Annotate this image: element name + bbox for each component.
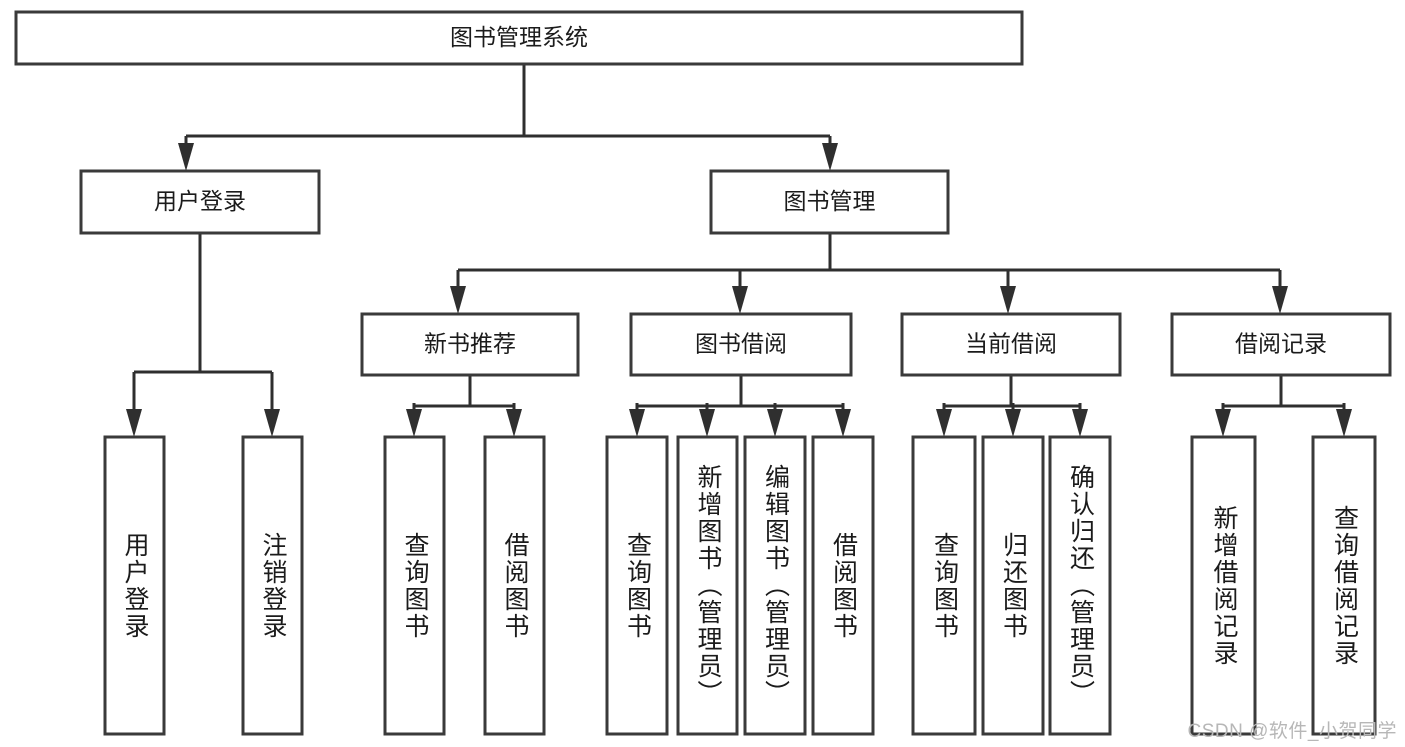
node-level3-2[interactable]: 当前借阅 <box>900 312 1122 377</box>
node-leaf-8[interactable] <box>911 435 977 736</box>
arrow-head-icon <box>506 409 522 437</box>
node-leaf-7[interactable] <box>811 435 875 736</box>
node-leaf-9[interactable] <box>981 435 1045 736</box>
node-leaf-2[interactable] <box>383 435 446 736</box>
watermark-text: CSDN @软件_小贺同学 <box>1187 721 1397 742</box>
node-root-system[interactable]: 图书管理系统 <box>14 10 1024 66</box>
node-rect <box>1048 435 1112 736</box>
arrow-head-icon <box>126 409 142 437</box>
node-rect <box>14 10 1024 66</box>
arrow-head-icon <box>1072 409 1088 437</box>
node-leaf-5[interactable] <box>676 435 739 736</box>
arrow-head-icon <box>629 409 645 437</box>
node-label: 图书管理系统 <box>450 24 588 50</box>
node-leaf-6[interactable] <box>743 435 807 736</box>
arrow-head-icon <box>264 409 280 437</box>
arrow-head-icon <box>178 143 194 171</box>
arrow-head-icon <box>1336 409 1352 437</box>
node-rect <box>981 435 1045 736</box>
node-rect <box>605 435 669 736</box>
node-rect <box>483 435 546 736</box>
node-rect <box>811 435 875 736</box>
node-leaf-4[interactable] <box>605 435 669 736</box>
node-label: 借阅记录 <box>1235 331 1327 357</box>
node-level3-1[interactable]: 图书借阅 <box>629 312 853 377</box>
node-rect <box>79 169 321 235</box>
node-leaf-3[interactable] <box>483 435 546 736</box>
arrow-head-icon <box>822 143 838 171</box>
node-rect <box>1170 312 1392 377</box>
node-label: 图书管理 <box>784 188 876 214</box>
node-level2-1[interactable]: 图书管理 <box>709 169 950 235</box>
node-rect <box>709 169 950 235</box>
node-leaf-11[interactable] <box>1190 435 1257 736</box>
arrow-head-icon <box>1272 286 1288 314</box>
node-label: 新书推荐 <box>424 331 516 357</box>
node-leaf-0[interactable] <box>103 435 166 736</box>
node-rect <box>383 435 446 736</box>
node-rect <box>900 312 1122 377</box>
arrow-head-icon <box>406 409 422 437</box>
arrow-head-icon <box>835 409 851 437</box>
node-leaf-12[interactable] <box>1311 435 1377 736</box>
node-leaf-1[interactable] <box>241 435 304 736</box>
arrow-head-icon <box>1215 409 1231 437</box>
node-label: 图书借阅 <box>695 331 787 357</box>
arrow-head-icon <box>699 409 715 437</box>
node-level3-3[interactable]: 借阅记录 <box>1170 312 1392 377</box>
node-level2-0[interactable]: 用户登录 <box>79 169 321 235</box>
node-rect <box>103 435 166 736</box>
node-rect <box>1311 435 1377 736</box>
node-rect <box>1190 435 1257 736</box>
node-rect <box>676 435 739 736</box>
arrow-head-icon <box>1000 286 1016 314</box>
node-label: 当前借阅 <box>965 331 1057 357</box>
arrow-head-icon <box>767 409 783 437</box>
node-leaf-10[interactable] <box>1048 435 1112 736</box>
node-rect <box>911 435 977 736</box>
node-level3-0[interactable]: 新书推荐 <box>360 312 580 377</box>
node-rect <box>360 312 580 377</box>
arrow-head-icon <box>936 409 952 437</box>
node-rect <box>743 435 807 736</box>
node-rect <box>241 435 304 736</box>
arrow-head-icon <box>732 286 748 314</box>
arrow-head-icon <box>1005 409 1021 437</box>
arrow-head-icon <box>450 286 466 314</box>
node-label: 用户登录 <box>154 188 246 214</box>
node-rect <box>629 312 853 377</box>
